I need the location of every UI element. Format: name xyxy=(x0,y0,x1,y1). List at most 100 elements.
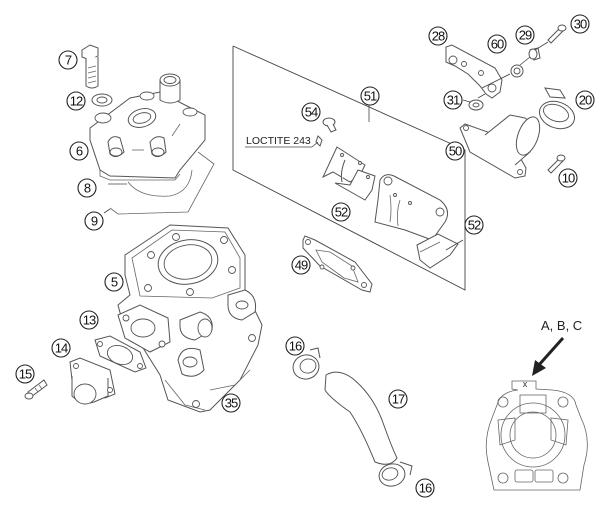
part-head-bolt[interactable] xyxy=(81,44,99,89)
part-oring-9[interactable] xyxy=(109,151,215,215)
marking-label: A, B, C xyxy=(541,318,582,333)
callout-circle xyxy=(360,86,380,106)
callout-10[interactable]: 10 xyxy=(558,168,578,188)
callout-number: 51 xyxy=(364,89,377,104)
marking-arrow xyxy=(532,337,565,376)
callout-circle xyxy=(464,215,484,235)
callout-circle xyxy=(51,338,71,358)
callout-circle xyxy=(77,178,97,198)
callout-number: 28 xyxy=(432,29,445,44)
callout-circle xyxy=(84,211,104,231)
callout-number: 10 xyxy=(562,171,575,186)
callout-14[interactable]: 14 xyxy=(51,338,71,358)
callout-17[interactable]: 17 xyxy=(388,389,408,409)
callout-circle xyxy=(79,310,99,330)
callout-29[interactable]: 29 xyxy=(515,25,535,45)
callout-circle xyxy=(221,393,241,413)
callout-circle xyxy=(558,168,578,188)
part-cylinder[interactable] xyxy=(117,224,263,413)
callout-circle xyxy=(15,364,35,384)
callout-number: 13 xyxy=(83,313,96,328)
callout-15[interactable]: 15 xyxy=(15,364,35,384)
callout-number: 16 xyxy=(419,481,432,496)
callout-52-left[interactable]: 52 xyxy=(331,202,351,222)
callout-number: 16 xyxy=(289,339,302,354)
callout-number: 60 xyxy=(491,37,504,52)
part-screw-30[interactable] xyxy=(534,24,567,51)
callout-number: 6 xyxy=(76,144,83,159)
callout-12[interactable]: 12 xyxy=(66,91,86,111)
part-bracket[interactable] xyxy=(445,44,503,99)
callout-number: 7 xyxy=(65,53,72,68)
callout-number: 50 xyxy=(449,144,462,159)
cylinder-base-inset: x xyxy=(485,379,588,491)
part-washer-31[interactable] xyxy=(468,99,484,111)
callout-circle xyxy=(487,34,507,54)
callout-circle xyxy=(301,102,321,122)
part-reed-gasket[interactable] xyxy=(302,235,373,293)
callout-circle xyxy=(285,336,305,356)
callout-49[interactable]: 49 xyxy=(291,255,311,275)
part-cylinder-head[interactable] xyxy=(89,73,206,181)
part-screw-10[interactable] xyxy=(547,154,566,174)
callout-circle xyxy=(104,272,124,292)
callout-9[interactable]: 9 xyxy=(84,211,104,231)
reed-valve-kit-frame xyxy=(232,45,466,291)
callout-5[interactable]: 5 xyxy=(104,272,124,292)
callout-50[interactable]: 50 xyxy=(445,141,465,161)
part-screw-54[interactable] xyxy=(315,117,337,147)
callout-60[interactable]: 60 xyxy=(487,34,507,54)
callout-28[interactable]: 28 xyxy=(428,26,448,46)
part-screw-15[interactable] xyxy=(24,379,48,400)
part-clamp-16-bottom[interactable] xyxy=(377,461,413,489)
callout-number: 17 xyxy=(392,392,405,407)
callout-31[interactable]: 31 xyxy=(443,90,463,110)
callout-circle xyxy=(388,389,408,409)
callout-54[interactable]: 54 xyxy=(301,102,321,122)
part-clamp-16-top[interactable] xyxy=(290,347,321,382)
callout-20[interactable]: 20 xyxy=(575,90,595,110)
callout-number: 5 xyxy=(111,275,118,290)
callout-number: 35 xyxy=(225,396,238,411)
callout-13[interactable]: 13 xyxy=(79,310,99,330)
callout-circle xyxy=(69,141,89,161)
part-intake-flange[interactable] xyxy=(459,114,544,179)
callout-number: 8 xyxy=(84,181,91,196)
callout-number: 9 xyxy=(91,214,98,229)
callout-7[interactable]: 7 xyxy=(58,50,78,70)
part-washer-12[interactable] xyxy=(91,93,113,107)
callout-number: 14 xyxy=(55,341,68,356)
callout-circle xyxy=(570,14,590,34)
callout-circle xyxy=(331,202,351,222)
part-exhaust-gasket[interactable] xyxy=(94,335,147,373)
part-reed-cage[interactable] xyxy=(374,174,459,269)
callout-6[interactable]: 6 xyxy=(69,141,89,161)
callout-circle xyxy=(575,90,595,110)
part-exhaust-flange[interactable] xyxy=(69,357,116,405)
callout-circle xyxy=(66,91,86,111)
callout-circle xyxy=(415,478,435,498)
part-hose[interactable] xyxy=(324,371,398,465)
part-reed-petals-left[interactable] xyxy=(321,146,376,201)
callout-number: 29 xyxy=(519,28,532,43)
callout-circle xyxy=(291,255,311,275)
part-clamp-20[interactable] xyxy=(536,87,579,133)
part-bushing-60[interactable] xyxy=(510,64,524,78)
callout-52-right[interactable]: 52 xyxy=(464,215,484,235)
callout-number: 15 xyxy=(19,367,32,382)
callout-circle xyxy=(58,50,78,70)
callout-8[interactable]: 8 xyxy=(77,178,97,198)
callout-16-top[interactable]: 16 xyxy=(285,336,305,356)
callout-51[interactable]: 51 xyxy=(360,86,380,106)
part-oring-8[interactable] xyxy=(127,169,193,197)
callout-35[interactable]: 35 xyxy=(221,393,241,413)
callout-circle xyxy=(445,141,465,161)
part-spacer-29[interactable] xyxy=(528,47,541,61)
callout-30[interactable]: 30 xyxy=(570,14,590,34)
callout-number: 52 xyxy=(335,205,348,220)
callout-number: 31 xyxy=(447,93,460,108)
callout-circle xyxy=(515,25,535,45)
loctite-label: LOCTITE 243 xyxy=(246,135,311,147)
callout-16-bottom[interactable]: 16 xyxy=(415,478,435,498)
